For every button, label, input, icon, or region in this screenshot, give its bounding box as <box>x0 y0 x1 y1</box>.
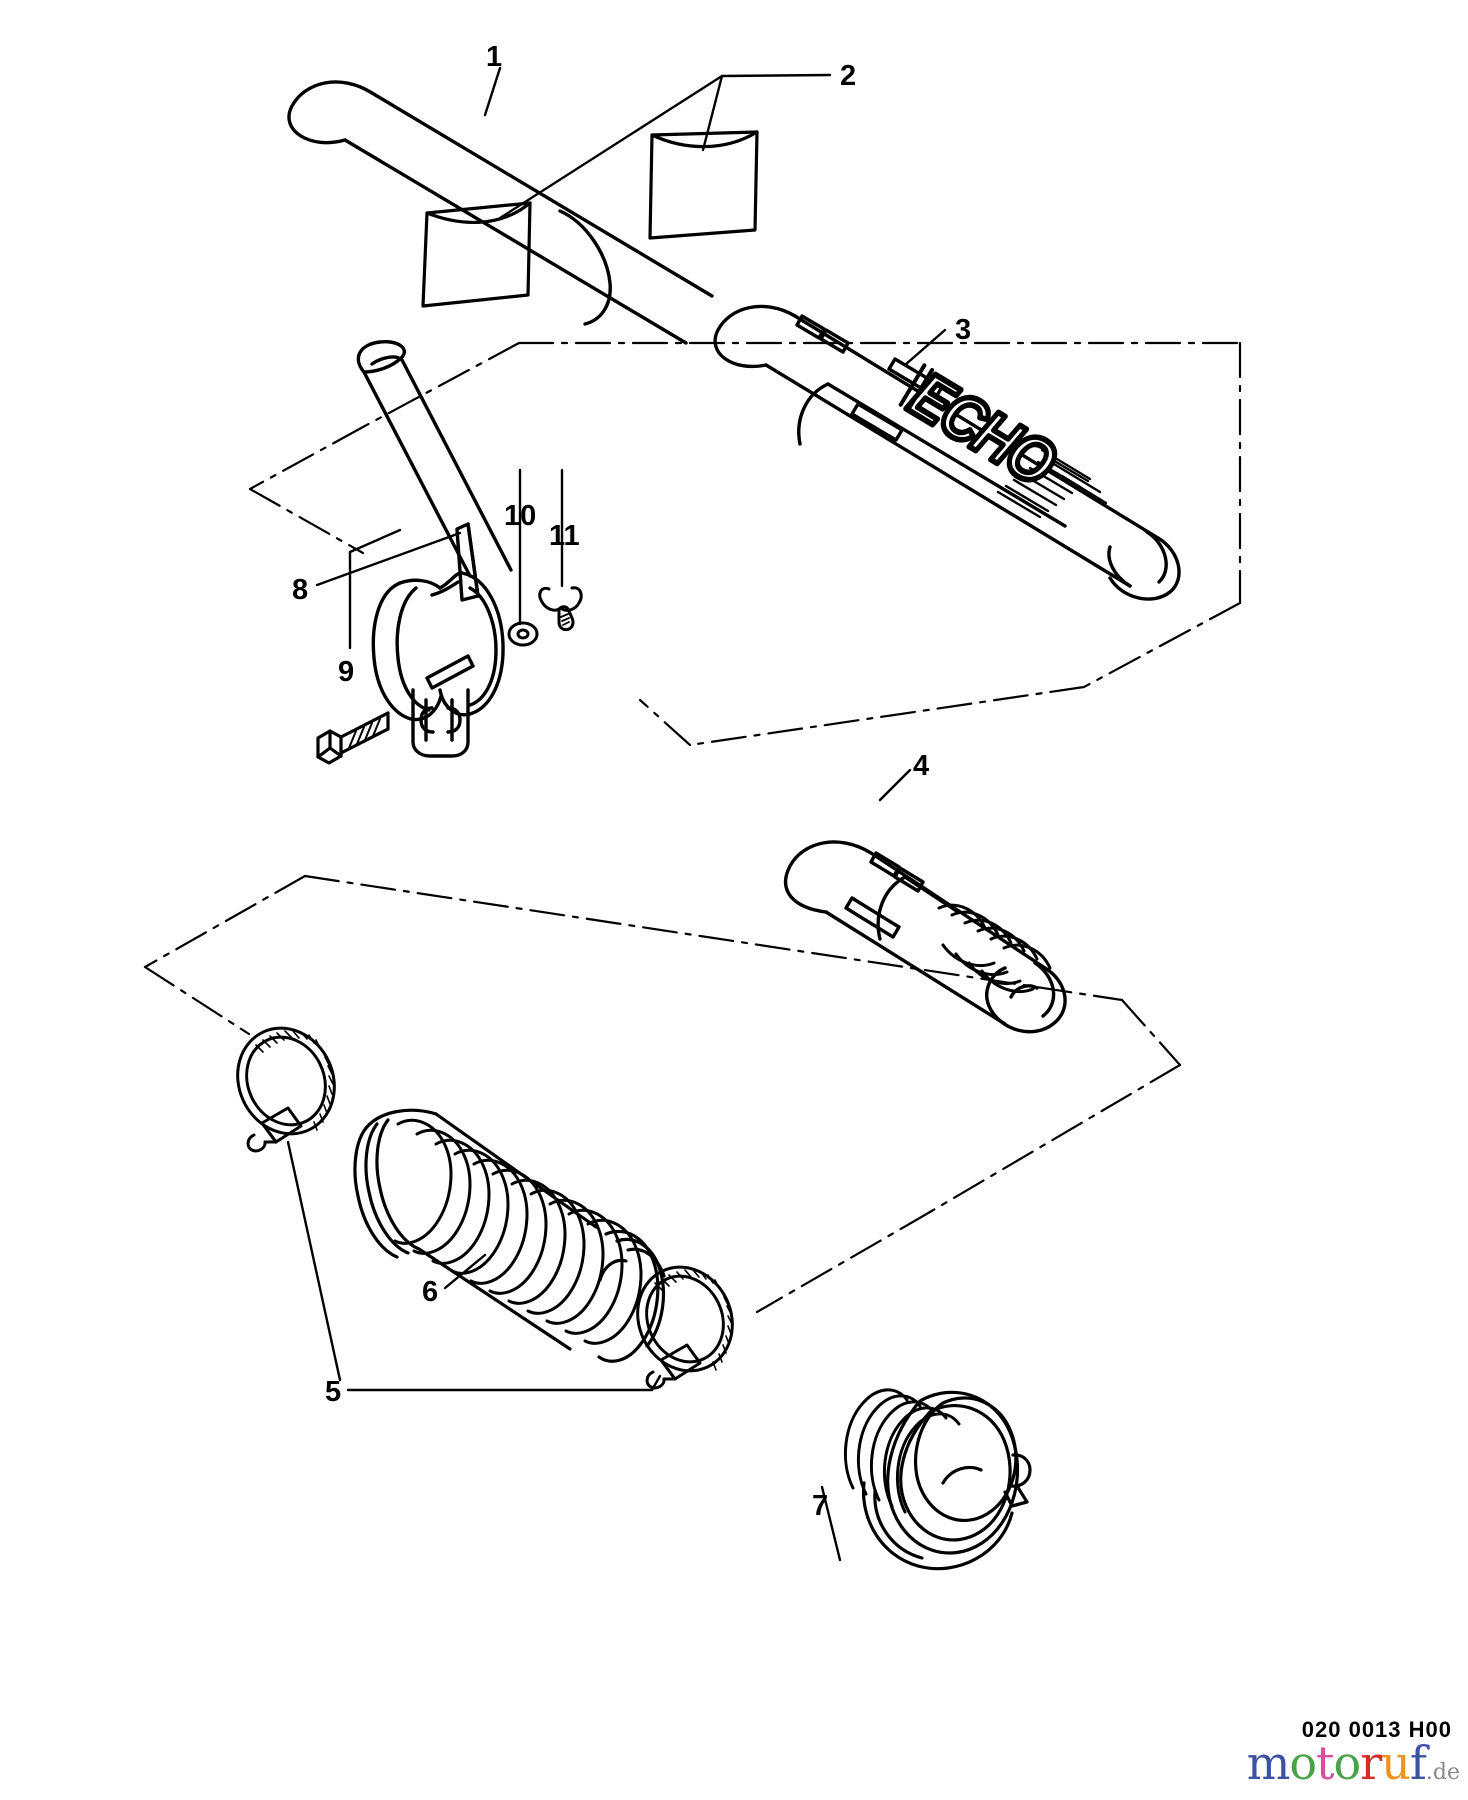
leader-lines <box>286 66 947 1562</box>
callout-7[interactable]: 7 <box>812 1490 829 1522</box>
part-10-flat-washer <box>507 621 539 647</box>
part-11-wing-nut <box>538 586 583 632</box>
callout-9[interactable]: 9 <box>338 656 355 688</box>
watermark-suffix: .de <box>1425 1760 1460 1785</box>
part-9-bolt <box>316 711 390 765</box>
watermark-letter-m: m <box>1246 1736 1291 1790</box>
callout-11[interactable]: 11 <box>549 520 580 552</box>
callout-1[interactable]: 1 <box>486 41 503 73</box>
callout-10[interactable]: 10 <box>504 500 537 532</box>
motoruf-watermark: motoruf.de <box>1247 1740 1460 1796</box>
callout-2[interactable]: 2 <box>840 60 857 92</box>
assembly-group-lines <box>143 341 1242 1314</box>
part-2-decals <box>421 130 759 308</box>
callout-6[interactable]: 6 <box>422 1276 439 1308</box>
part-6-flexible-hose <box>353 1108 666 1363</box>
watermark-letter-r: r <box>1360 1736 1382 1790</box>
part-5-hose-clamp-upper <box>236 1026 336 1153</box>
drawing-number: 020 0013 H00 <box>1301 1717 1452 1742</box>
part-1-blower-tube-upper <box>287 80 714 345</box>
part-5-hose-clamp-lower <box>636 1265 734 1390</box>
watermark-letter-o2: o <box>1333 1736 1362 1790</box>
part-4-blower-tube-lower <box>783 840 1067 1034</box>
callout-4[interactable]: 4 <box>913 750 930 782</box>
watermark-letter-f: f <box>1409 1736 1427 1790</box>
callout-5[interactable]: 5 <box>325 1376 342 1408</box>
callout-3[interactable]: 3 <box>955 314 972 346</box>
part-7-elbow-connector <box>843 1388 1032 1571</box>
watermark-letter-u: u <box>1381 1736 1411 1790</box>
part-3-swivel-tube: ECHO <box>713 304 1181 601</box>
watermark-letter-t: t <box>1316 1736 1334 1790</box>
callout-8[interactable]: 8 <box>292 574 309 606</box>
part-8-handle-assembly <box>356 340 513 758</box>
watermark-letter-o1: o <box>1289 1736 1317 1790</box>
